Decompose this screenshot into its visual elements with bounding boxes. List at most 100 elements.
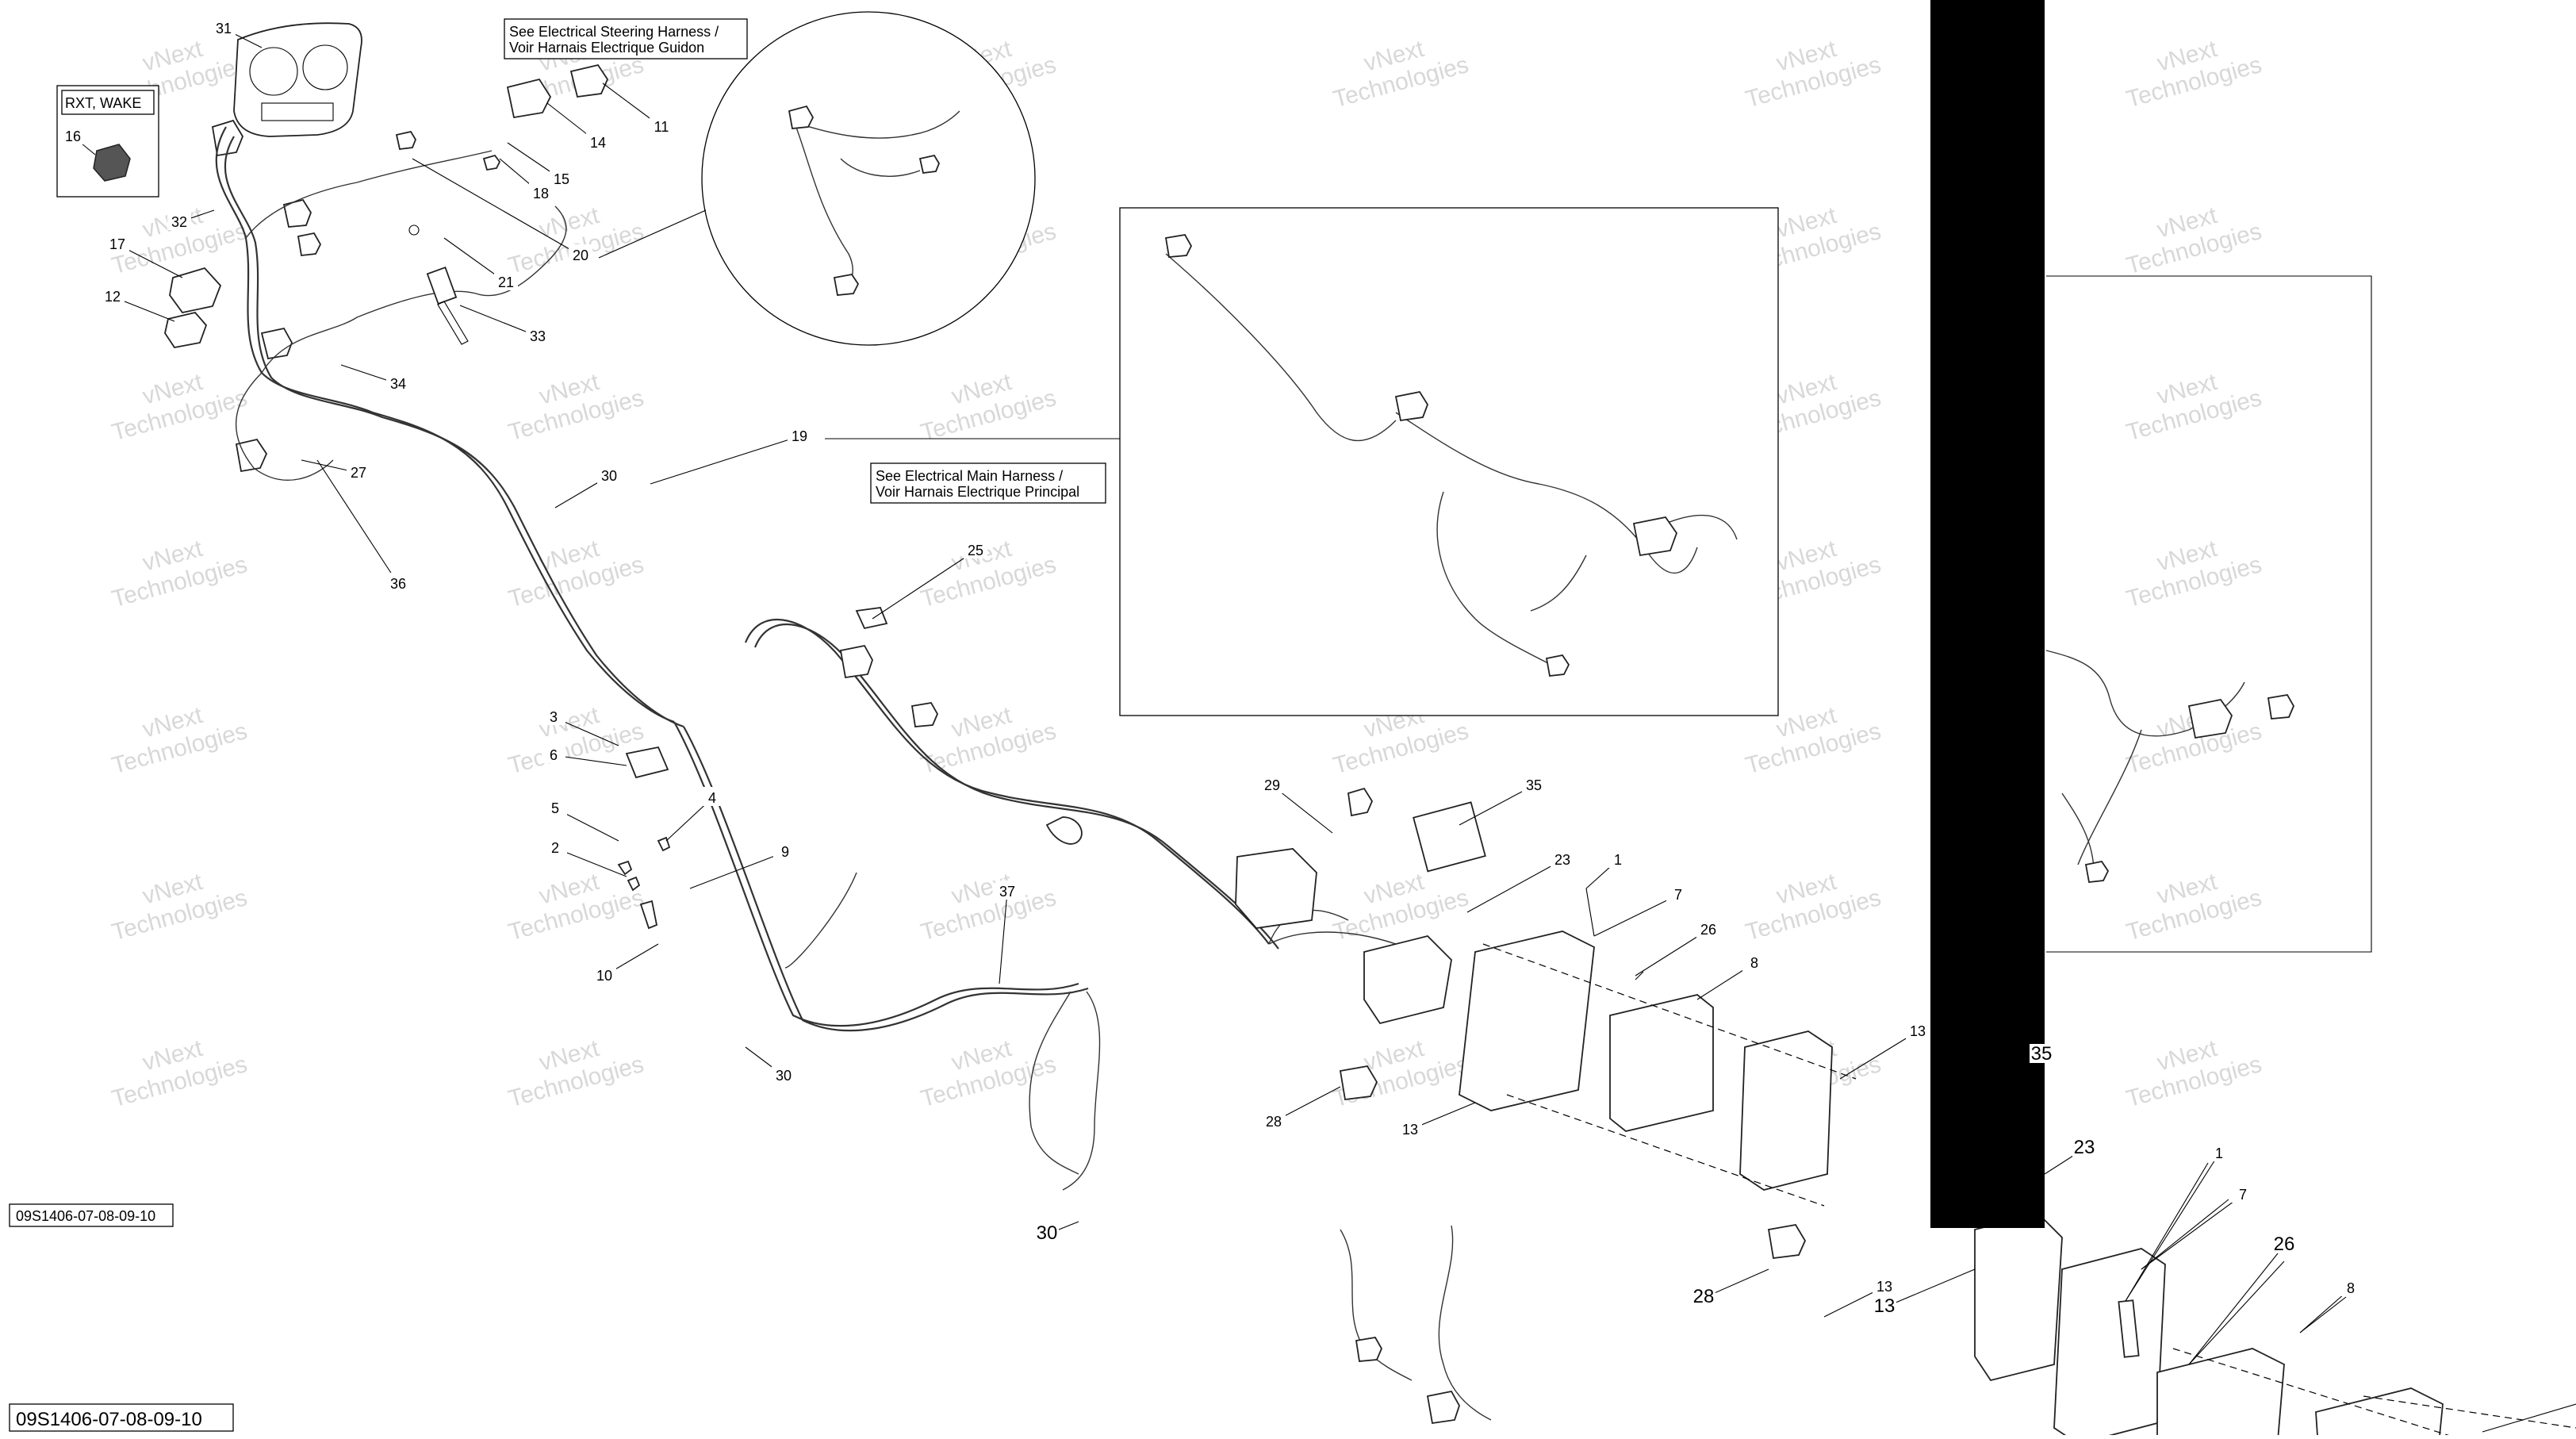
callout-leader [650, 436, 800, 485]
callout-backdrop [2072, 1138, 2096, 1157]
callout-backdrop [2339, 1277, 2363, 1296]
callout-leader [1884, 1268, 1976, 1308]
watermark-text: vNextTechnologies [499, 525, 646, 612]
callout-leader [459, 305, 539, 337]
callout-backdrop [1262, 1111, 1286, 1130]
callout-backdrop [105, 233, 129, 252]
callout-number: 33 [530, 328, 546, 344]
callout-backdrop [1666, 884, 1690, 903]
callout-number: 9 [781, 844, 789, 860]
callout-backdrop [167, 211, 191, 230]
callout-backdrop [2272, 1234, 2296, 1253]
callout-backdrop [386, 573, 410, 592]
callout-number: 28 [1693, 1286, 1715, 1307]
watermark-text: vNextTechnologies [2117, 25, 2264, 113]
callout-leader [689, 851, 786, 889]
steering-note-line1: See Electrical Steering Harness / [509, 24, 719, 40]
callout-backdrop [1906, 1020, 1930, 1039]
black-occlusion-panel [1930, 0, 2045, 1228]
watermark-text: vNextTechnologies [102, 359, 250, 446]
callout-number: 3 [550, 709, 558, 725]
callout-number: 26 [1700, 922, 1716, 938]
callout-number: 17 [109, 236, 125, 252]
callout-backdrop [550, 168, 573, 187]
callout-backdrop [788, 425, 811, 444]
callout-number: 6 [550, 747, 558, 763]
watermark-text: vNextTechnologies [499, 1025, 646, 1112]
callout-number: 18 [533, 186, 549, 201]
callout-number: 14 [590, 135, 606, 151]
watermark-text: vNextTechnologies [499, 359, 646, 446]
callout-number: 21 [498, 274, 514, 290]
callout-backdrop [592, 965, 616, 984]
callout-backdrop [2231, 1184, 2255, 1203]
watermark-text: vNextTechnologies [102, 525, 250, 612]
callout-number: 13 [1874, 1295, 1896, 1317]
callout-backdrop [543, 797, 567, 816]
callout-leader [412, 158, 581, 256]
watermark-text: vNextTechnologies [1736, 25, 1884, 113]
callout-leader [316, 459, 399, 585]
callout-backdrop [995, 881, 1019, 900]
callout-leader [2188, 1245, 2285, 1365]
callout-number: 23 [1554, 852, 1570, 868]
steering-note: See Electrical Steering Harness / Voir H… [504, 18, 748, 59]
callout-backdrop [526, 325, 550, 344]
callout-backdrop [542, 744, 565, 763]
callout-number: 30 [1037, 1222, 1058, 1244]
callout-backdrop [700, 787, 724, 806]
ghost-lower-harness [1340, 1225, 1492, 1425]
watermark-text: vNextTechnologies [1324, 25, 1471, 113]
callout-number: 8 [2347, 1280, 2355, 1296]
callout-number: 25 [968, 543, 983, 558]
watermark-text: vNextTechnologies [911, 525, 1059, 612]
callout-backdrop [542, 706, 565, 725]
battery-area [1339, 787, 1857, 1260]
callout-leader [872, 550, 976, 620]
callout-backdrop [494, 271, 518, 290]
callout-backdrop [2030, 1044, 2053, 1063]
callout-backdrop [1398, 1119, 1422, 1138]
callout-backdrop [569, 244, 592, 263]
callout-number: 13 [1910, 1023, 1926, 1039]
main-harness-wires [673, 619, 1397, 1191]
callout-leader [1459, 785, 1535, 826]
steering-note-line2: Voir Harnais Electrique Guidon [509, 40, 704, 56]
callout-backdrop [1696, 919, 1720, 938]
callout-leader [1593, 894, 1679, 937]
callout-backdrop [586, 132, 610, 151]
callout-backdrop [1873, 1296, 1896, 1315]
code-small-text: 09S1406-07-08-09-10 [16, 1208, 155, 1224]
main-note-line2: Voir Harnais Electrique Principal [876, 484, 1079, 500]
callout-number: 10 [596, 968, 612, 984]
callout-backdrop [212, 17, 236, 36]
callout-backdrop [964, 539, 987, 558]
callout-backdrop [1606, 849, 1630, 868]
centre-small-parts [617, 607, 888, 930]
callout-number: 26 [2274, 1234, 2295, 1255]
left-small-parts [395, 63, 609, 345]
watermark-text: vNextTechnologies [911, 1025, 1059, 1112]
callout-number: 32 [171, 214, 187, 230]
callout-number: 1 [2215, 1145, 2223, 1161]
watermark-text: vNextTechnologies [499, 692, 646, 779]
watermark-text: vNextTechnologies [2117, 359, 2264, 446]
callout-number: 1 [1614, 852, 1622, 868]
callout-number: 34 [390, 376, 406, 392]
callout-backdrop [347, 462, 370, 481]
callout-backdrop [650, 116, 673, 135]
callout-backdrop [1692, 1287, 1715, 1306]
watermark-text: vNextTechnologies [102, 1025, 250, 1112]
diagram-code-large: 09S1406-07-08-09-10 [9, 1403, 234, 1432]
callout-backdrop [772, 1065, 795, 1084]
callout-number: 28 [1266, 1114, 1282, 1130]
main-note-line1: See Electrical Main Harness / [876, 468, 1063, 484]
callout-leader [1466, 859, 1563, 913]
callout-number: 5 [551, 800, 559, 816]
callout-backdrop [773, 841, 797, 860]
watermark-text: vNextTechnologies [102, 858, 250, 946]
watermark-text: vNextTechnologies [911, 359, 1059, 446]
callout-backdrop [1035, 1223, 1059, 1242]
